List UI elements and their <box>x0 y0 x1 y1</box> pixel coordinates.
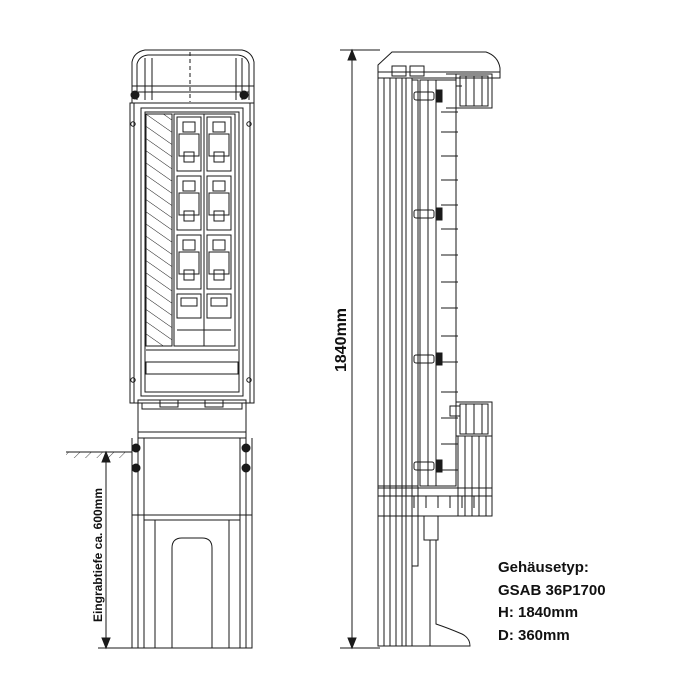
hatched-cover-panel <box>145 113 173 347</box>
front-collar <box>137 399 247 439</box>
housing-depth: D: 360mm <box>498 626 570 644</box>
height-dimension-line <box>340 48 380 650</box>
side-cap <box>377 51 501 79</box>
depth-dimension-label: Eingrabtiefe ca. 600mm <box>91 488 105 622</box>
side-door <box>419 79 462 487</box>
front-upper-body <box>129 102 255 404</box>
front-cap <box>130 49 255 104</box>
side-lower-box <box>449 401 493 517</box>
side-upper-box <box>446 73 493 109</box>
side-column <box>377 77 419 647</box>
label-strip <box>145 361 239 375</box>
housing-height: H: 1840mm <box>498 604 579 621</box>
height-dimension-label: 1840mm <box>333 308 350 372</box>
ground-line <box>66 451 132 458</box>
side-view <box>377 51 501 647</box>
front-base <box>131 438 253 649</box>
side-hinges <box>413 89 443 473</box>
fuse-units <box>173 113 236 347</box>
depth-dimension-line <box>98 450 132 650</box>
front-view <box>129 49 255 649</box>
housing-specs: Gehäusetyp: GSAB 36P1700 H: 1840mm D: 36… <box>498 557 606 647</box>
housing-type-title: Gehäusetyp: <box>498 559 589 576</box>
side-foot <box>378 515 471 647</box>
side-base-collar <box>377 487 493 517</box>
housing-type-value: GSAB 36P1700 <box>498 581 606 599</box>
